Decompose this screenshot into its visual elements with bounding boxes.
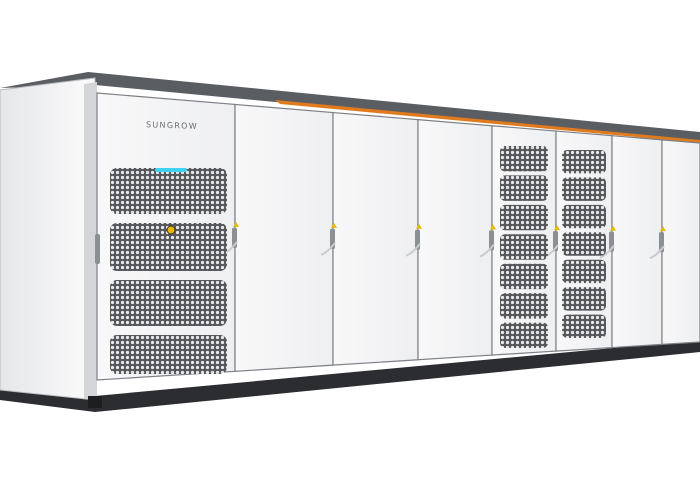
cabinet-door [234, 103, 334, 372]
vent-grille [562, 204, 606, 229]
vent-grille [110, 223, 227, 271]
vent-grille [500, 293, 548, 319]
vent-grille [562, 232, 606, 256]
cabinet-door [611, 135, 663, 349]
vent-grille [500, 175, 548, 201]
cabinet-side-panel [0, 77, 96, 401]
roof-accent-stripe [275, 100, 700, 143]
vent-grille [110, 280, 227, 326]
warning-label-icon [166, 225, 176, 235]
vent-grille [110, 168, 227, 214]
warning-label-icon [331, 222, 337, 228]
door-handle-shadow [599, 244, 615, 259]
side-foot [88, 396, 102, 408]
vent-grille [562, 314, 606, 338]
vent-grille [500, 146, 548, 172]
vent-grille [500, 234, 548, 260]
brand-logo: SUNGROW [146, 120, 198, 131]
vent-grille [562, 287, 606, 311]
warning-label-icon [490, 224, 496, 230]
vent-grille [500, 263, 548, 290]
vent-grille [500, 204, 548, 231]
cabinet-door [417, 118, 493, 361]
cabinet-door [332, 111, 419, 366]
warning-label-icon [554, 225, 560, 231]
vent-grille [500, 322, 548, 348]
vent-grille [562, 177, 606, 201]
warning-label-icon [233, 221, 239, 227]
warning-label-icon [416, 223, 422, 229]
vent-grille [562, 259, 606, 284]
status-indicator-leds [155, 168, 187, 172]
warning-label-icon [660, 226, 666, 232]
door-handle-shadow [320, 242, 336, 256]
door-handle-shadow [405, 243, 421, 257]
door-handle [95, 234, 100, 264]
base-plinth [0, 340, 700, 412]
cabinet-side-frame [84, 82, 97, 400]
door-handle-shadow [479, 243, 495, 258]
vent-grille [562, 150, 606, 174]
warning-label-icon [610, 225, 616, 231]
door-handle-shadow [649, 245, 665, 260]
vent-grille [110, 335, 227, 374]
cabinet-door [661, 139, 700, 346]
